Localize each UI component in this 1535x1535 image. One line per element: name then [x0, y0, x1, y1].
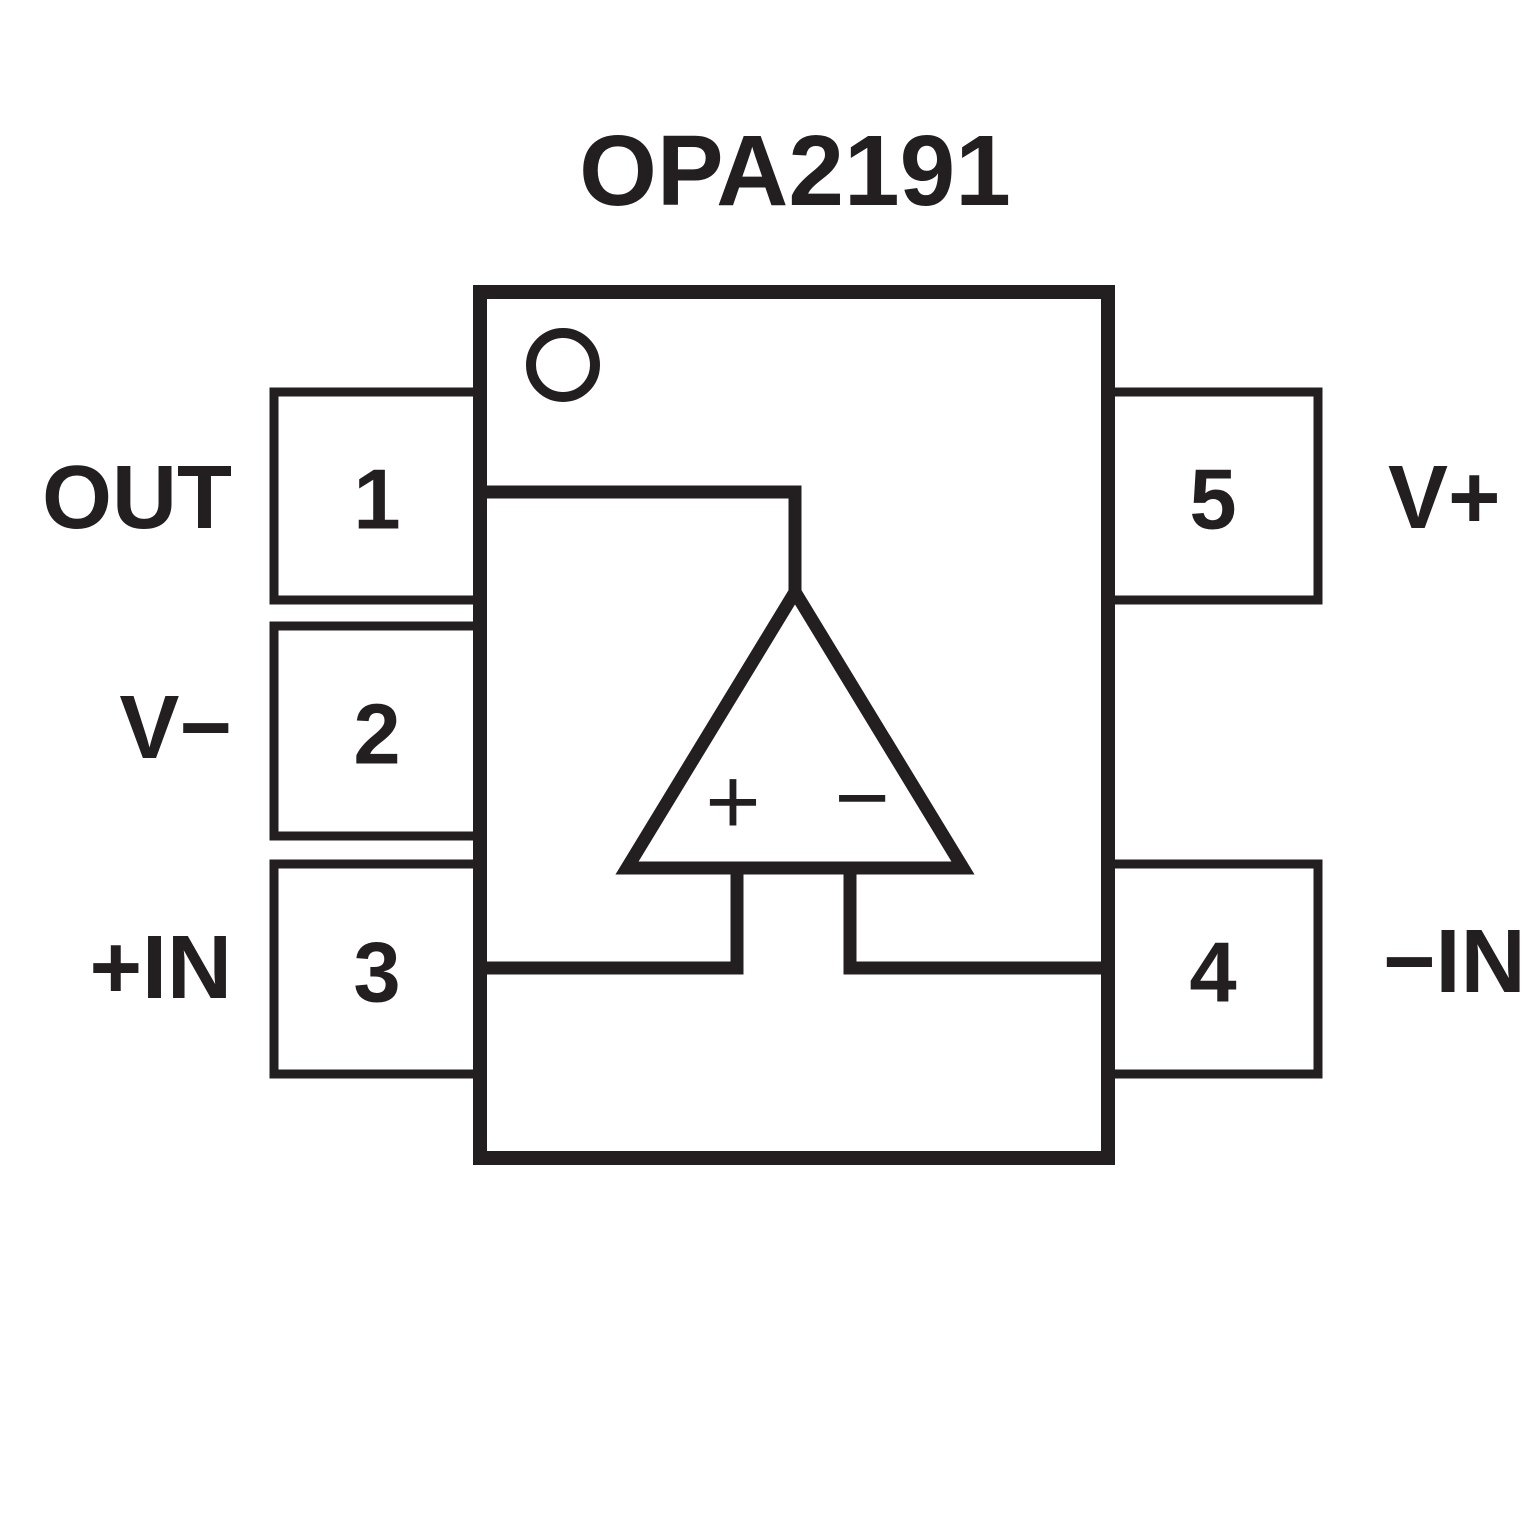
ic-body: [473, 285, 1115, 1165]
pin2-label: V−: [119, 678, 232, 778]
wire-output: [480, 485, 802, 600]
pin-right-4: 4 −IN: [1103, 859, 1526, 1079]
pin-right-5: 5 V+: [1103, 387, 1501, 605]
pin3-number: 3: [353, 926, 400, 1021]
pin2-number: 2: [353, 688, 400, 783]
pin5-number: 5: [1189, 453, 1236, 548]
pin2-box: [269, 621, 485, 841]
chip-title: OPA2191: [579, 115, 1011, 227]
opamp-triangle-icon: [615, 579, 975, 875]
opamp-minus-sign: −: [834, 745, 889, 851]
pin5-label: V+: [1388, 448, 1501, 548]
pin-left-2: 2 V−: [119, 621, 485, 841]
wire-noninverting-input: [480, 862, 744, 975]
opamp-plus-sign: +: [705, 749, 760, 855]
pin1-indicator-icon: [526, 328, 600, 402]
pin4-box: [1103, 859, 1323, 1079]
pin3-box: [269, 859, 485, 1079]
pin1-label: OUT: [42, 448, 232, 548]
pin-left-3: 3 +IN: [89, 859, 485, 1079]
pin5-box: [1103, 387, 1323, 605]
pin3-label: +IN: [89, 918, 232, 1018]
wire-inverting-input: [843, 862, 1108, 975]
pin4-label: −IN: [1383, 912, 1526, 1012]
pin1-number: 1: [353, 453, 400, 548]
pin1-box: [269, 387, 485, 605]
pin4-number: 4: [1189, 926, 1236, 1021]
pin-left-1: 1 OUT: [42, 387, 485, 605]
